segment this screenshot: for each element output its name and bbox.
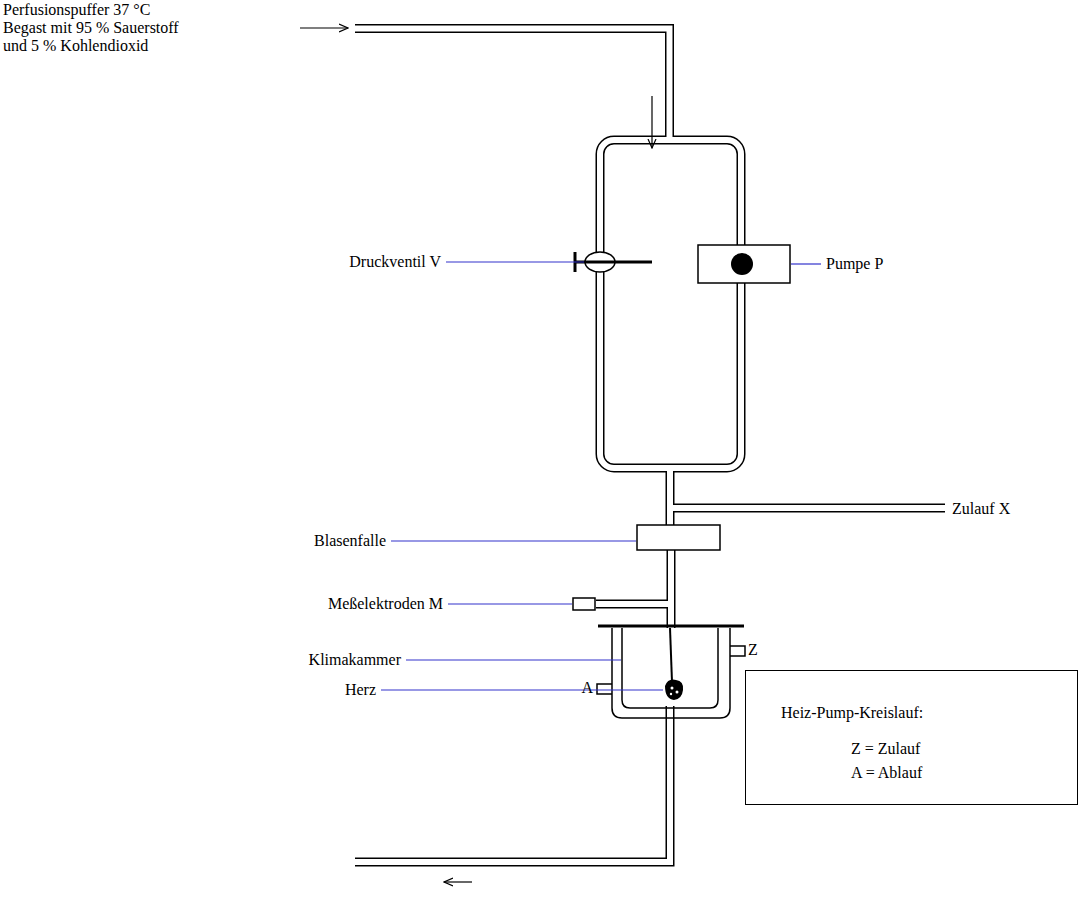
part-label: Blasenfalle — [314, 532, 386, 550]
part-label: Pumpe P — [826, 255, 883, 273]
flow-arrow — [444, 881, 472, 882]
leader-line — [381, 262, 821, 690]
buffer-note: Perfusionspuffer 37 °C — [3, 1, 150, 19]
cannula — [670, 628, 672, 682]
port-label: A — [581, 679, 593, 697]
buffer-note: Begast mit 95 % Sauerstoff — [3, 19, 179, 37]
part-label: Meßelektroden M — [328, 595, 443, 613]
pressure-valve — [575, 252, 652, 272]
box-heading: Heiz-Pump-Kreislauf: — [781, 704, 923, 722]
box-text: A = Ablauf — [851, 764, 922, 782]
port-label: Z — [748, 641, 758, 659]
bubble-trap — [637, 525, 720, 550]
part-label: Herz — [345, 681, 376, 699]
part-label: Druckventil V — [349, 253, 441, 271]
box-text: Z = Zulauf — [851, 740, 920, 758]
part-label: Klimakammer — [309, 651, 401, 669]
chamber-lid — [598, 625, 744, 628]
part-label: Zulauf X — [952, 500, 1010, 518]
pump-symbol — [698, 245, 790, 283]
heart-symbol — [665, 680, 683, 700]
legend-box: Heiz-Pump-Kreislauf: Z = Zulauf A = Ablauf — [745, 670, 1078, 805]
flow-arrow — [651, 96, 652, 148]
climate-chamber — [597, 628, 745, 718]
flow-arrow — [300, 27, 348, 28]
buffer-note: und 5 % Kohlendioxid — [3, 37, 148, 55]
electrode-symbol — [573, 598, 595, 610]
